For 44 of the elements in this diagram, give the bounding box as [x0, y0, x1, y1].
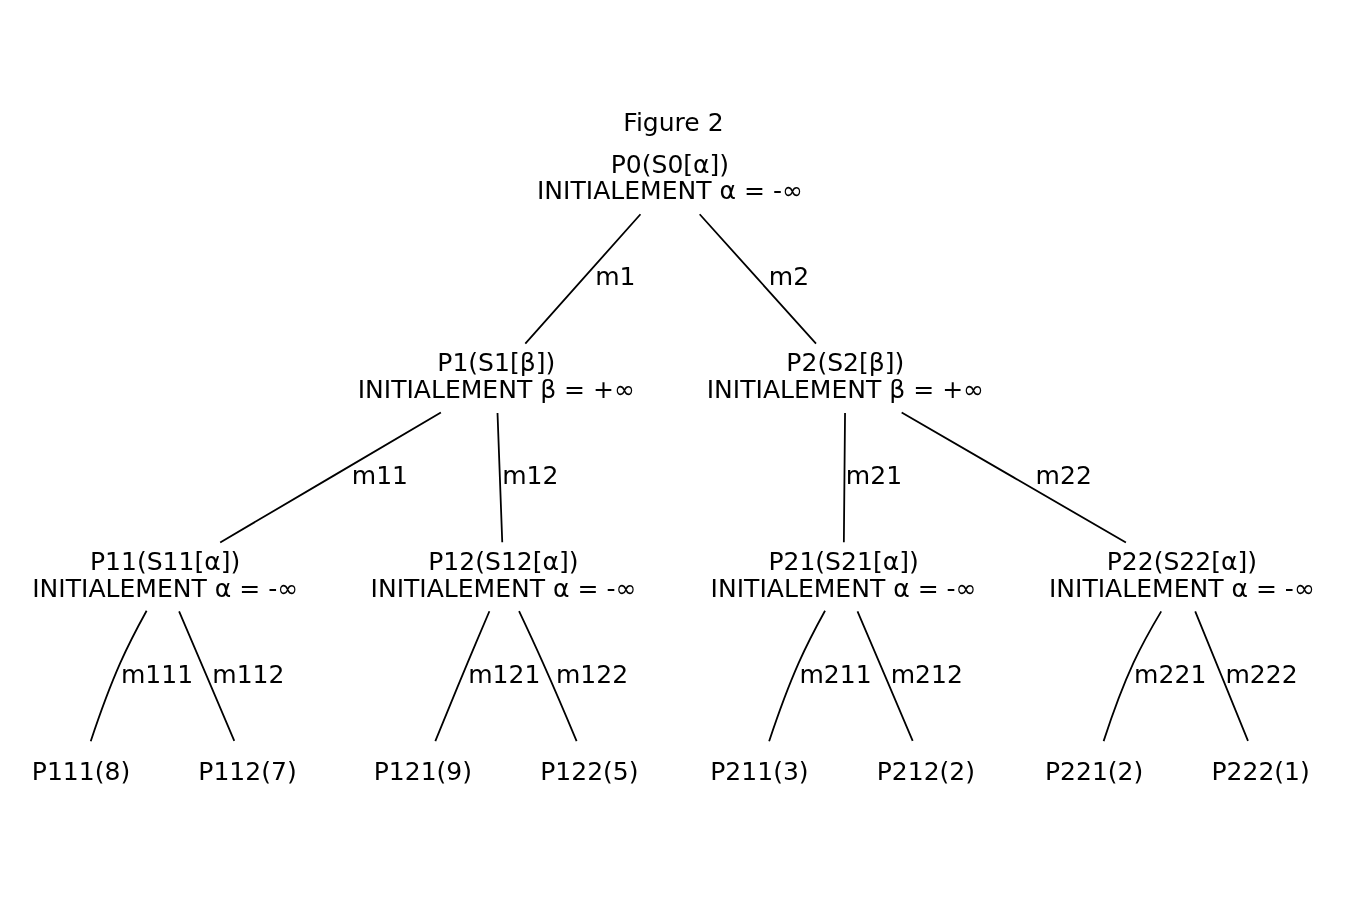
connector	[1194, 609, 1249, 742]
edge-label: m121	[468, 659, 541, 689]
connector	[89, 609, 148, 742]
edge-label: m221	[1134, 659, 1207, 689]
edge-label: m2	[768, 261, 810, 291]
connector	[900, 411, 1127, 543]
node-text: P22(S22[α]) INITIALEMENT α = -∞	[1048, 546, 1315, 603]
edge-label: m12	[502, 460, 559, 490]
edge-label: m111	[120, 659, 194, 689]
connector	[856, 609, 914, 742]
connector	[1102, 609, 1163, 742]
edge-label: m11	[351, 460, 409, 490]
connector	[768, 609, 826, 742]
edge-label: m211	[799, 659, 872, 689]
node-text: P212(2)	[876, 756, 976, 786]
node-text: P12(S12[α]) INITIALEMENT α = -∞	[370, 546, 637, 603]
node-text: P111(8)	[31, 756, 131, 786]
node-text: P21(S21[α]) INITIALEMENT α = -∞	[710, 546, 977, 603]
connector	[524, 212, 642, 345]
node-text: P11(S11[α]) INITIALEMENT α = -∞	[32, 546, 299, 603]
node-text: P122(5)	[540, 756, 639, 786]
edge-label: m1	[595, 261, 636, 291]
edge-label: m21	[845, 460, 903, 490]
diagram-title: Figure 2	[623, 107, 724, 137]
node-text: P211(3)	[710, 756, 809, 786]
node-text: P2(S2[β]) INITIALEMENT β = +∞	[706, 347, 984, 404]
edge-label: m222	[1225, 659, 1298, 689]
connector	[842, 411, 846, 543]
connector	[698, 212, 817, 345]
edge-label: m212	[890, 659, 963, 689]
edge-label: m112	[212, 659, 285, 689]
node-text: P112(7)	[198, 756, 297, 786]
connector	[434, 609, 491, 742]
node-text: P0(S0[α]) INITIALEMENT α = -∞	[536, 149, 803, 205]
edge-label: m122	[555, 659, 629, 689]
node-text: P1(S1[β]) INITIALEMENT β = +∞	[357, 347, 635, 404]
node-text: P221(2)	[1044, 756, 1144, 786]
node-text: P121(9)	[373, 756, 473, 786]
connector	[219, 411, 442, 543]
node-text: P222(1)	[1211, 756, 1310, 786]
edge-label: m22	[1035, 460, 1092, 490]
connector	[518, 609, 578, 742]
connector	[496, 411, 504, 543]
connector	[178, 609, 236, 742]
